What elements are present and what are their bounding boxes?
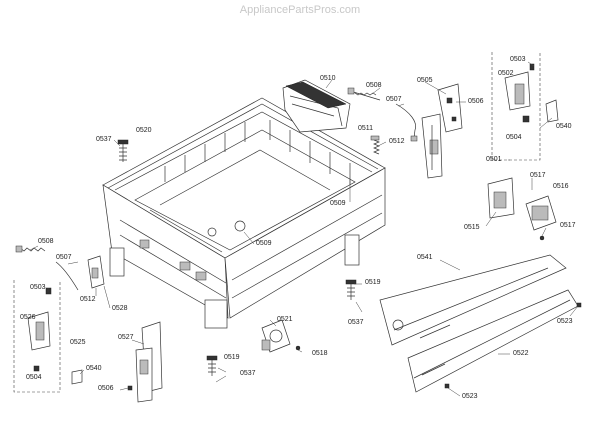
label-0508: 0508 <box>38 238 54 245</box>
label-0537: 0537 <box>348 319 364 326</box>
bracket-0512 <box>87 255 105 289</box>
wire-harness-top <box>395 103 416 139</box>
label-0537: 0537 <box>240 370 256 377</box>
label-0515: 0515 <box>464 224 480 231</box>
spring-0512-top <box>370 135 380 155</box>
label-0504: 0504 <box>26 374 42 381</box>
label-0506: 0506 <box>98 385 114 392</box>
pump-0521 <box>261 319 301 353</box>
label-0521: 0521 <box>277 316 293 323</box>
label-0540: 0540 <box>86 365 102 372</box>
screw-0520 <box>117 139 129 162</box>
watermark: AppliancePartsPros.com <box>239 4 361 16</box>
latch-assembly <box>487 177 557 241</box>
label-0527: 0527 <box>118 334 134 341</box>
hinge-0505 <box>421 83 463 179</box>
label-0502: 0502 <box>498 70 514 77</box>
label-0512: 0512 <box>80 296 96 303</box>
label-0505: 0505 <box>417 77 433 84</box>
leader-lines <box>29 79 579 397</box>
label-0537: 0537 <box>96 136 112 143</box>
label-0503: 0503 <box>30 284 46 291</box>
control-module <box>282 79 351 133</box>
label-0519: 0519 <box>365 279 381 286</box>
label-0523: 0523 <box>557 318 573 325</box>
label-0504: 0504 <box>506 134 522 141</box>
label-0508: 0508 <box>366 82 382 89</box>
screw-0519-bottom <box>206 355 218 376</box>
label-0503: 0503 <box>510 56 526 63</box>
screw-0519-right <box>345 279 357 300</box>
door-panels <box>379 254 582 393</box>
label-0518: 0518 <box>312 350 328 357</box>
label-0525: 0525 <box>70 339 86 346</box>
label-0509: 0509 <box>256 240 272 247</box>
label-0528: 0528 <box>112 305 128 312</box>
label-0516: 0516 <box>553 183 569 190</box>
label-0519: 0519 <box>224 354 240 361</box>
label-0509: 0509 <box>330 200 346 207</box>
label-0501: 0501 <box>486 156 502 163</box>
label-0526: 0526 <box>20 314 36 321</box>
hinge-0527 <box>127 321 163 403</box>
hinge-group-left <box>13 280 83 393</box>
label-0522: 0522 <box>513 350 529 357</box>
label-0510: 0510 <box>320 75 336 82</box>
label-0506: 0506 <box>468 98 484 105</box>
label-0520: 0520 <box>136 127 152 134</box>
label-0511: 0511 <box>358 125 374 132</box>
label-0541: 0541 <box>417 254 433 261</box>
label-0507: 0507 <box>386 96 402 103</box>
label-0512: 0512 <box>389 138 405 145</box>
label-0517: 0517 <box>530 172 546 179</box>
tub-base-assembly <box>102 97 386 329</box>
label-0540: 0540 <box>556 123 572 130</box>
hinge-group-right <box>491 52 559 161</box>
spring-rod-left <box>15 245 79 291</box>
label-0517: 0517 <box>560 222 576 229</box>
label-0523: 0523 <box>462 393 478 400</box>
label-0507: 0507 <box>56 254 72 261</box>
